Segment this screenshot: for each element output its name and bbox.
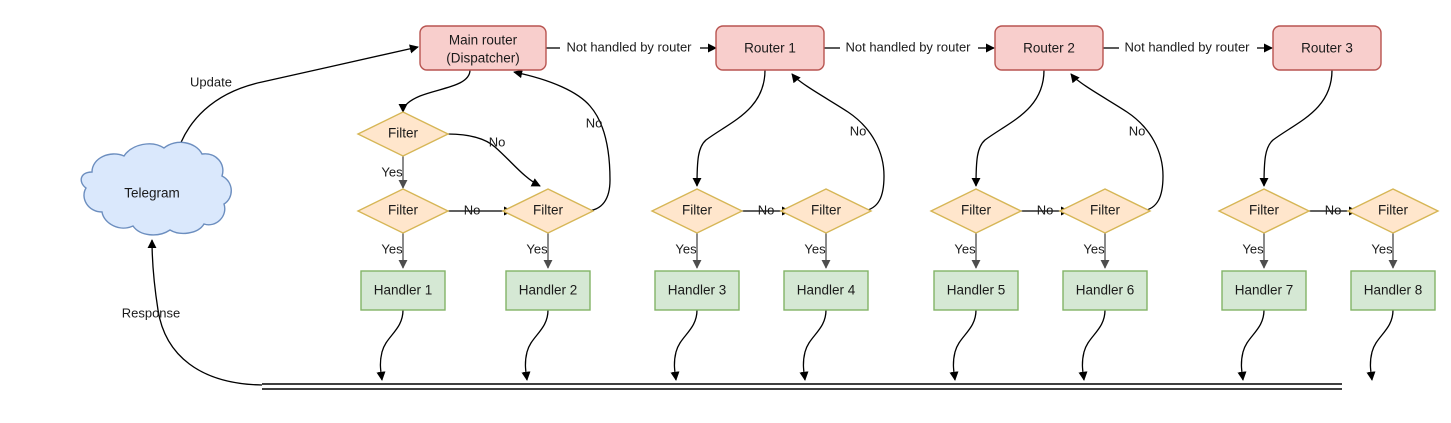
handler-8-label: Handler 8	[1364, 283, 1423, 298]
edge-label-no-r1-a: No	[758, 202, 775, 217]
edge-label-yes-8: Yes	[1242, 241, 1264, 256]
edge-handler8-bus	[1366, 309, 1394, 381]
handler-5-label: Handler 5	[947, 283, 1006, 298]
main-router-label-line1: Main router	[449, 33, 518, 48]
node-handler-6[interactable]	[1062, 270, 1148, 311]
edge-label-yes-9: Yes	[1371, 241, 1393, 256]
edge-handler4-bus	[799, 309, 827, 381]
edge-label-yes-7: Yes	[1083, 241, 1105, 256]
node-handler-7[interactable]	[1221, 270, 1307, 311]
filter-2-label: Filter	[388, 203, 419, 218]
edge-label-no-r2-b: No	[1129, 123, 1146, 138]
edge-handler7-bus	[1237, 309, 1265, 381]
router-1-label: Router 1	[744, 41, 796, 56]
handler-1-label: Handler 1	[374, 283, 433, 298]
edge-response	[147, 239, 263, 386]
main-router-label-line2: (Dispatcher)	[446, 51, 520, 66]
node-filter-4[interactable]	[650, 188, 744, 234]
node-filter-9[interactable]	[1346, 188, 1440, 234]
edge-label-no-main-a: No	[489, 134, 506, 149]
handler-7-label: Handler 7	[1235, 283, 1294, 298]
edge-label-yes-3: Yes	[526, 241, 548, 256]
edge-label-yes-6: Yes	[954, 241, 976, 256]
node-handler-1[interactable]	[360, 270, 446, 311]
filter-7-label: Filter	[1090, 203, 1121, 218]
edge-label-not-handled-2: Not handled by router	[845, 39, 971, 54]
node-filter-8[interactable]	[1217, 188, 1311, 234]
node-router-2[interactable]	[994, 25, 1104, 71]
telegram-cloud	[80, 141, 232, 236]
edge-filter1-no-filter3	[447, 133, 541, 187]
node-handler-5[interactable]	[933, 270, 1019, 311]
edge-r3-to-filter8	[1259, 69, 1333, 187]
telegram-label: Telegram	[124, 186, 180, 201]
edge-label-not-handled-1: Not handled by router	[566, 39, 692, 54]
edge-label-update: Update	[190, 74, 232, 89]
edge-handler5-bus	[949, 309, 977, 381]
handler-6-label: Handler 6	[1076, 283, 1135, 298]
edge-label-no-r3-a: No	[1325, 202, 1342, 217]
filter-4-label: Filter	[682, 203, 713, 218]
edge-main-to-filter1	[398, 69, 471, 113]
node-router-3[interactable]	[1272, 25, 1382, 71]
node-filter-1[interactable]	[356, 111, 450, 157]
node-filter-6[interactable]	[929, 188, 1023, 234]
edge-r2-to-filter6	[971, 69, 1045, 187]
edge-label-no-r2-a: No	[1037, 202, 1054, 217]
handler-4-label: Handler 4	[797, 283, 856, 298]
handler-2-label: Handler 2	[519, 283, 578, 298]
edge-label-no-r1-b: No	[850, 123, 867, 138]
filter-3-label: Filter	[533, 203, 564, 218]
node-router-1[interactable]	[715, 25, 825, 71]
edge-handler2-bus	[521, 309, 549, 381]
node-handler-8[interactable]	[1350, 270, 1436, 311]
node-handler-4[interactable]	[783, 270, 869, 311]
node-filter-2[interactable]	[356, 188, 450, 234]
edge-handler6-bus	[1078, 309, 1106, 381]
filter-9-label: Filter	[1378, 203, 1409, 218]
edge-label-no-main-c: No	[586, 115, 603, 130]
filter-1-label: Filter	[388, 126, 419, 141]
filter-6-label: Filter	[961, 203, 992, 218]
edge-label-yes-2: Yes	[381, 241, 403, 256]
edge-label-yes-5: Yes	[804, 241, 826, 256]
edge-update	[174, 44, 419, 161]
node-handler-2[interactable]	[505, 270, 591, 311]
node-handler-3[interactable]	[654, 270, 740, 311]
edge-filter7-no-r2	[1070, 73, 1164, 212]
edge-label-response: Response	[122, 305, 181, 320]
node-main-router[interactable]	[419, 25, 547, 71]
router-2-label: Router 2	[1023, 41, 1075, 56]
node-filter-5[interactable]	[779, 188, 873, 234]
edge-handler1-bus	[376, 309, 404, 381]
handler-3-label: Handler 3	[668, 283, 727, 298]
edge-label-yes-1: Yes	[381, 164, 403, 179]
edge-filter5-no-r1	[791, 73, 885, 212]
edge-handler3-bus	[670, 309, 698, 381]
filter-8-label: Filter	[1249, 203, 1280, 218]
router-3-label: Router 3	[1301, 41, 1353, 56]
edge-r1-to-filter4	[692, 69, 766, 187]
edge-label-not-handled-3: Not handled by router	[1124, 39, 1250, 54]
edge-filter3-no-main	[513, 69, 611, 212]
node-filter-7[interactable]	[1058, 188, 1152, 234]
node-filter-3[interactable]	[501, 188, 595, 234]
edge-label-yes-4: Yes	[675, 241, 697, 256]
filter-5-label: Filter	[811, 203, 842, 218]
edge-label-no-main-b: No	[464, 202, 481, 217]
